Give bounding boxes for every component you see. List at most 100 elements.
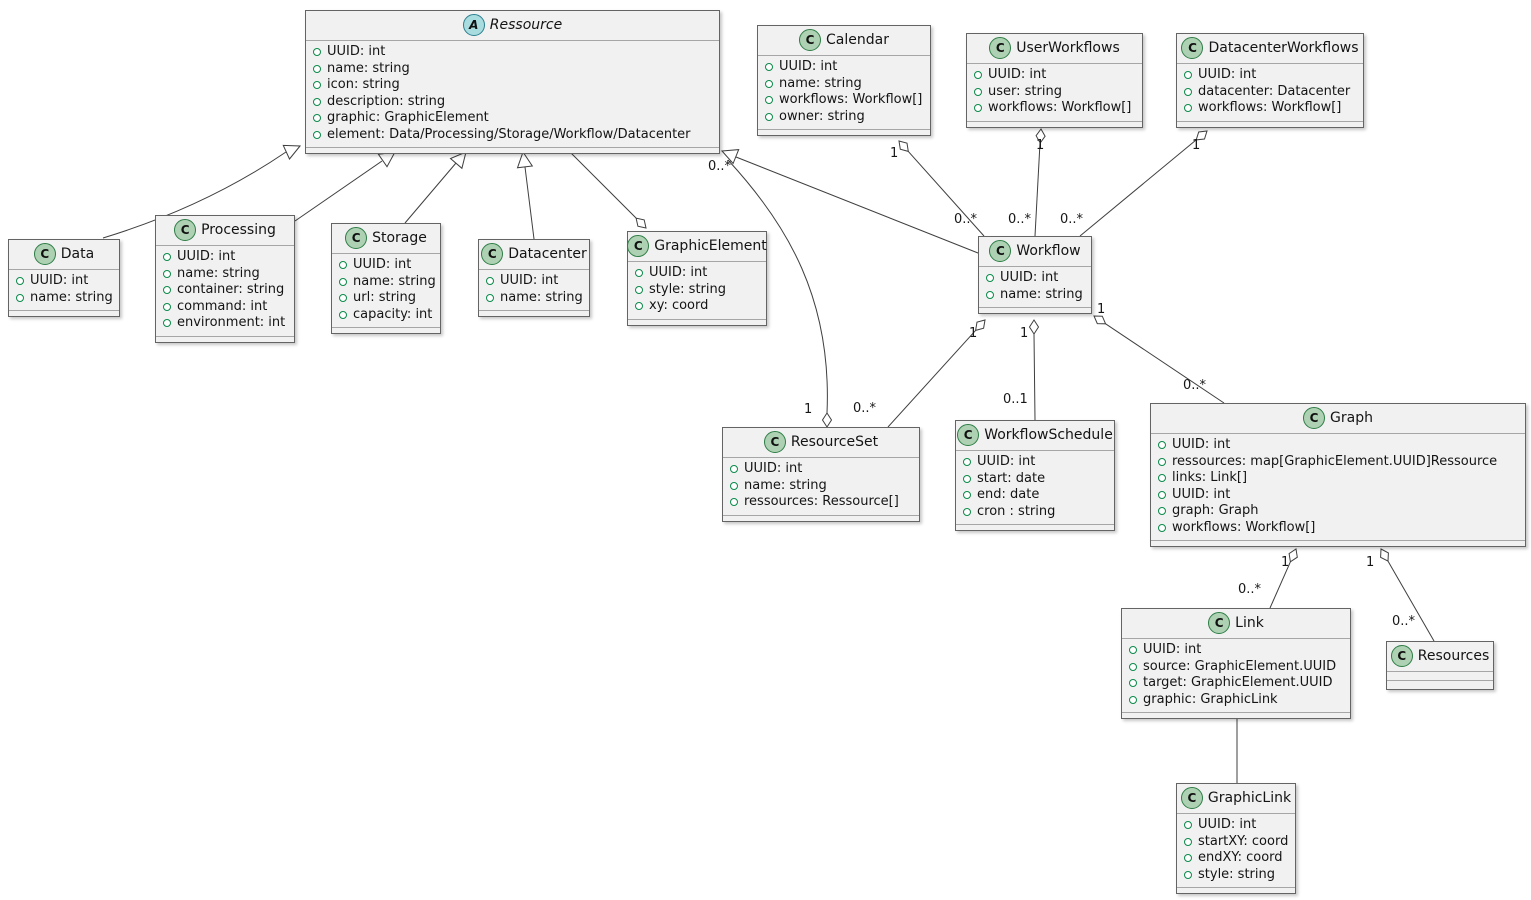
class-name: Processing (201, 222, 276, 238)
attribute-text: name: string (744, 477, 827, 493)
class-name: Link (1235, 615, 1264, 631)
attribute: url: string (339, 290, 433, 307)
edge-line (1105, 323, 1225, 404)
class-icon: C (989, 37, 1012, 59)
attribute-text: user: string (988, 83, 1062, 99)
aggregation-diamond-icon (1028, 319, 1040, 335)
attribute: name: string (163, 266, 287, 283)
attribute-text: graphic: GraphicLink (1143, 691, 1278, 707)
class-header: A Ressource (306, 11, 719, 41)
edge-line (887, 330, 976, 428)
field-visibility-icon (163, 286, 171, 295)
field-visibility-icon (339, 277, 347, 286)
class-icon: C (1303, 407, 1326, 429)
edge-datacenter-inherits-ressource (516, 150, 535, 240)
attributes-compartment: UUID: int name: string container: string… (156, 246, 294, 337)
attribute: UUID: int (765, 59, 923, 76)
edge-line (727, 159, 828, 414)
methods-compartment (628, 320, 766, 325)
field-visibility-icon (974, 87, 982, 96)
field-visibility-icon (1158, 457, 1166, 466)
attribute: end: date (963, 487, 1107, 504)
attribute-text: UUID: int (1198, 67, 1257, 82)
attribute: ressources: map[GraphicElement.UUID]Ress… (1158, 454, 1518, 471)
edge-workflow-resourceset (887, 319, 986, 428)
aggregation-diamond-icon (1288, 548, 1298, 563)
attribute-text: name: string (500, 289, 583, 305)
attribute: UUID: int (635, 265, 759, 282)
edge-line (1269, 561, 1291, 609)
attribute: endXY: coord (1184, 850, 1288, 867)
class-icon: C (1181, 37, 1204, 59)
aggregation-diamond-icon (1093, 315, 1107, 325)
field-visibility-icon (730, 465, 738, 474)
class-name: Data (60, 246, 95, 262)
edge-workflow-workflowschedule (1028, 319, 1040, 421)
class-header: C GraphicElement (627, 232, 767, 262)
attribute: cron : string (963, 504, 1107, 521)
edge-userworkflows-workflow (1034, 128, 1046, 237)
attribute-text: capacity: int (353, 306, 433, 322)
attribute-text: target: GraphicElement.UUID (1143, 675, 1333, 690)
field-visibility-icon (1184, 821, 1192, 830)
multiplicity-label: 1 (969, 326, 978, 341)
attribute: links: Link[] (1158, 470, 1518, 487)
class-graphicelement: C GraphicElement UUID: int style: string… (627, 231, 767, 326)
class-icon: C (1180, 787, 1203, 809)
class-letter: C (805, 33, 815, 47)
aggregation-diamond-icon (635, 217, 647, 229)
attribute: UUID: int (730, 461, 912, 478)
class-letter: A (469, 18, 479, 32)
attribute: graphic: GraphicElement (313, 110, 712, 127)
aggregation-diamond-icon (898, 140, 909, 153)
attribute-text: element: Data/Processing/Storage/Workflo… (327, 126, 691, 142)
class-header: C Graph (1151, 404, 1525, 434)
field-visibility-icon (765, 79, 773, 88)
class-header: C WorkflowSchedule (956, 421, 1114, 451)
field-visibility-icon (1184, 104, 1192, 113)
attribute-text: UUID: int (1172, 437, 1231, 452)
attribute: name: string (486, 289, 583, 307)
field-visibility-icon (1184, 837, 1192, 846)
class-header: C UserWorkflows (967, 34, 1142, 64)
field-visibility-icon (963, 474, 971, 483)
class-icon: C (1208, 612, 1231, 634)
attribute-text: description: string (327, 93, 446, 109)
field-visibility-icon (635, 269, 643, 278)
attribute-text: xy: coord (649, 298, 709, 313)
attribute: UUID: int (1129, 642, 1343, 659)
attribute: name: string (339, 274, 436, 291)
class-icon: C (174, 219, 197, 241)
class-name: GraphicElement (654, 238, 767, 254)
class-letter: C (1188, 41, 1197, 55)
attribute-text: startXY: coord (1198, 833, 1289, 849)
field-visibility-icon (730, 498, 738, 507)
multiplicity-label: 1 (1281, 555, 1290, 570)
multiplicity-label: 1 (890, 146, 899, 161)
class-name: Graph (1330, 410, 1373, 426)
attributes-compartment: UUID: int name: string ressources: Resso… (723, 458, 919, 516)
class-name: GraphicLink (1207, 790, 1292, 806)
attributes-compartment: UUID: int start: date end: date cron : s… (956, 451, 1114, 525)
attributes-compartment: UUID: int user: string workflows: Workfl… (967, 64, 1142, 122)
class-letter: C (1309, 411, 1319, 425)
edge-line (1387, 560, 1435, 642)
attribute-text: links: Link[] (1172, 470, 1248, 485)
field-visibility-icon (986, 290, 994, 299)
edge-line (1034, 142, 1041, 237)
attribute-text: workflows: Workflow[] (1172, 519, 1316, 535)
class-letter: C (770, 435, 780, 449)
field-visibility-icon (1158, 474, 1166, 483)
attribute-text: UUID: int (30, 273, 89, 288)
methods-compartment (967, 122, 1142, 127)
attribute: capacity: int (339, 307, 433, 324)
class-icon: C (627, 235, 650, 257)
attributes-compartment: UUID: int style: string xy: coord (628, 262, 766, 320)
field-visibility-icon (765, 112, 773, 121)
attribute-text: source: GraphicElement.UUID (1143, 658, 1337, 674)
multiplicity-label: 1 (1366, 555, 1375, 570)
attribute: workflows: Workflow[] (1184, 100, 1356, 117)
attribute-text: workflows: Workflow[] (779, 92, 923, 107)
attribute: UUID: int (1184, 67, 1356, 84)
